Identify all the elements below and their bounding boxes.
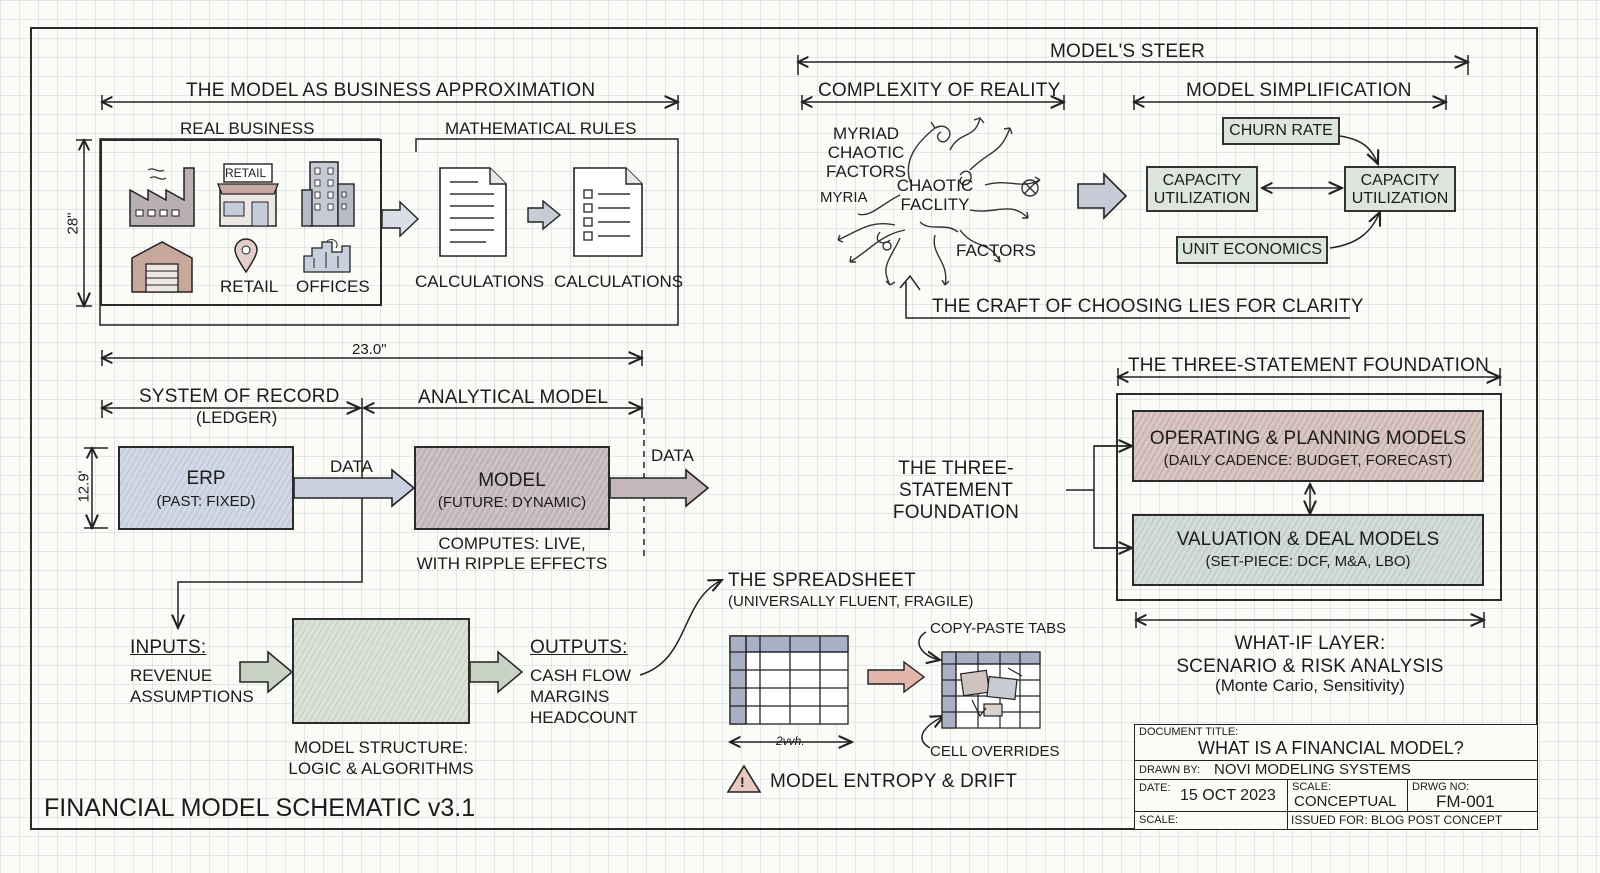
real-business-label: REAL BUSINESS	[180, 119, 315, 138]
operating-planning-subtitle: (DAILY CADENCE: BUDGET, FORECAST)	[1163, 452, 1453, 469]
factory-icon	[129, 167, 195, 227]
erp-box: ERP (PAST: FIXED)	[118, 446, 294, 530]
steer-title: MODEL'S STEER	[1050, 41, 1206, 62]
what-if-label: WHAT-IF LAYER: SCENARIO & RISK ANALYSIS	[1176, 633, 1444, 677]
drwg-value: FM-001	[1436, 792, 1495, 811]
height-dim-label: 28"	[64, 212, 82, 235]
messy-spreadsheet	[941, 651, 1041, 729]
offices-label: OFFICES	[296, 277, 370, 296]
ledger-label: (LEDGER)	[196, 408, 278, 427]
doc-title-label: DOCUMENT TITLE:	[1139, 726, 1239, 738]
inputs-text: REVENUE ASSUMPTIONS	[130, 666, 254, 706]
spreadsheet-title: THE SPREADSHEET	[728, 570, 916, 591]
inputs-label: INPUTS:	[130, 637, 207, 658]
title-block-bottom-right	[1287, 811, 1538, 830]
document-icon	[439, 167, 507, 257]
offices-city-icon	[303, 239, 351, 273]
chaos-scribbles	[837, 116, 1041, 286]
scale-value: CONCEPTUAL	[1294, 793, 1397, 810]
valuation-deal-title: VALUATION & DEAL MODELS	[1176, 529, 1440, 550]
myria-label: MYRIA	[820, 189, 868, 206]
outputs-text: CASH FLOW MARGINS HEADCOUNT	[530, 666, 638, 727]
capacity-utilization-tag-2: CAPACITY UTILIZATION	[1344, 166, 1456, 212]
valuation-deal-subtitle: (SET-PIECE: DCF, M&A, LBO)	[1205, 553, 1411, 570]
real-business-box	[100, 139, 382, 306]
three-statement-frame	[1116, 393, 1502, 601]
drwg-label: DRWG NO:	[1412, 781, 1470, 793]
drawing-frame	[30, 27, 1538, 830]
calculations-label-1: CALCULATIONS	[415, 272, 545, 291]
computes-label: COMPUTES: LIVE, WITH RIPPLE EFFECTS	[416, 534, 608, 573]
date-value: 15 OCT 2023	[1180, 787, 1276, 804]
system-of-record-label: SYSTEM OF RECORD	[139, 386, 340, 407]
warning-symbol: !	[740, 774, 745, 790]
copy-paste-label: COPY-PASTE TABS	[930, 620, 1067, 637]
valuation-deal-box: VALUATION & DEAL MODELS (SET-PIECE: DCF,…	[1132, 514, 1484, 586]
issued-for-label: ISSUED FOR: BLOG POST CONCEPT	[1291, 813, 1503, 827]
retail-label: RETAIL	[220, 277, 279, 296]
model-subtitle: (FUTURE: DYNAMIC)	[437, 494, 587, 511]
operating-planning-box: OPERATING & PLANNING MODELS (DAILY CADEN…	[1132, 410, 1484, 482]
capacity-utilization-tag-1: CAPACITY UTILIZATION	[1146, 166, 1258, 212]
model-title: MODEL	[478, 470, 546, 491]
chaotic-label: CHAOTIC FACLITY	[896, 176, 974, 214]
drawn-by-label: DRAWN BY:	[1139, 764, 1201, 776]
spreadsheet-grid	[729, 635, 849, 725]
schematic-title: FINANCIAL MODEL SCHEMATIC v3.1	[44, 794, 476, 822]
complexity-label: COMPLEXITY OF REALITY	[818, 80, 1061, 101]
cell-overrides-label: CELL OVERRIDES	[930, 743, 1060, 760]
three-statement-title: THE THREE-STATEMENT FOUNDATION	[1128, 355, 1490, 376]
warning-triangle	[726, 764, 762, 793]
storefront-icon	[217, 163, 279, 227]
approx-title: THE MODEL AS BUSINESS APPROXIMATION	[186, 80, 596, 101]
data-label-2: DATA	[651, 446, 694, 465]
drawn-by-value: NOVI MODELING SYSTEMS	[1214, 761, 1411, 778]
location-pin-icon	[234, 238, 258, 274]
erp-title: ERP	[186, 468, 226, 489]
what-if-sublabel: (Monte Cario, Sensitivity)	[1215, 676, 1405, 695]
logic-box	[292, 618, 470, 724]
analytical-model-label: ANALYTICAL MODEL	[418, 387, 609, 408]
height-dim-label-2: 12.9'	[75, 470, 93, 503]
data-label-1: DATA	[330, 457, 373, 476]
office-building-icon	[301, 161, 355, 227]
checklist-document-icon	[573, 167, 643, 257]
width-dim-label: 23.0"	[352, 341, 387, 358]
math-rules-label: MATHEMATICAL RULES	[445, 119, 637, 138]
craft-label: THE CRAFT OF CHOOSING LIES FOR CLARITY	[932, 296, 1364, 317]
retail-sign-label: RETAIL	[225, 166, 267, 180]
three-statement-side-label: THE THREE-STATEMENT FOUNDATION	[892, 458, 1020, 523]
model-structure-caption: MODEL STRUCTURE: LOGIC & ALGORITHMS	[288, 738, 474, 778]
spreadsheet-subtitle: (UNIVERSALLY FLUENT, FRAGILE)	[728, 593, 974, 610]
calculations-label-2: CALCULATIONS	[554, 272, 684, 291]
model-box: MODEL (FUTURE: DYNAMIC)	[414, 446, 610, 530]
date-label: DATE:	[1139, 782, 1171, 794]
churn-rate-tag: CHURN RATE	[1222, 117, 1340, 145]
spreadsheet-dim-label: 2vvh.	[776, 734, 805, 748]
outputs-label: OUTPUTS:	[530, 637, 628, 658]
scale-label-2: SCALE:	[1139, 814, 1179, 826]
warehouse-icon	[131, 241, 193, 293]
myriad-label: MYRIAD CHAOTIC FACTORS	[826, 124, 906, 181]
erp-subtitle: (PAST: FIXED)	[156, 493, 256, 510]
steer-arrow	[1077, 172, 1128, 220]
simplification-label: MODEL SIMPLIFICATION	[1186, 80, 1412, 101]
operating-planning-title: OPERATING & PLANNING MODELS	[1149, 428, 1467, 449]
factors-label: FACTORS	[956, 241, 1036, 260]
unit-economics-tag: UNIT ECONOMICS	[1176, 236, 1328, 264]
scale-label: SCALE:	[1292, 781, 1332, 793]
doc-title-value: WHAT IS A FINANCIAL MODEL?	[1198, 738, 1464, 758]
entropy-label: MODEL ENTROPY & DRIFT	[770, 771, 1018, 792]
